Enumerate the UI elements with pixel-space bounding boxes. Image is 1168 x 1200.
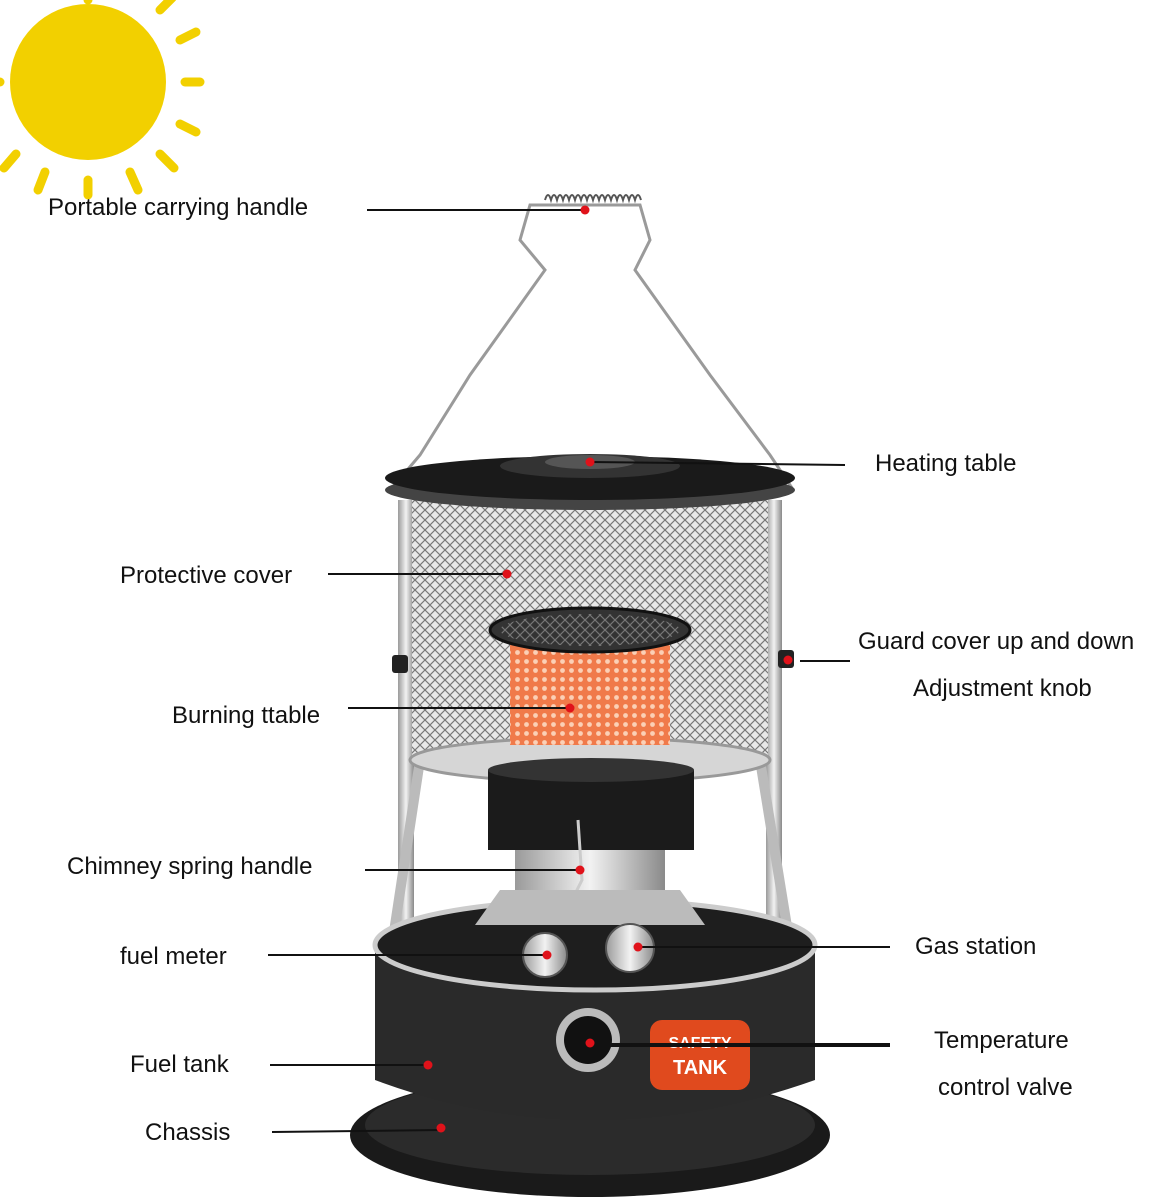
label-portable-carrying-handle: Portable carrying handle <box>48 194 309 221</box>
label-guard-cover: Guard cover up and down <box>858 628 1135 655</box>
label-chassis: Chassis <box>145 1119 231 1146</box>
label-heating-table: Heating table <box>875 450 1017 477</box>
carrying-handle <box>390 194 794 489</box>
sun-icon <box>0 0 205 200</box>
label-chimney-spring-handle: Chimney spring handle <box>67 853 313 880</box>
label-fuel-tank: Fuel tank <box>130 1051 229 1078</box>
svg-text:TANK: TANK <box>673 1057 728 1079</box>
leader-lines <box>268 209 890 1133</box>
label-control-valve: control valve <box>938 1074 1073 1101</box>
burner <box>488 606 692 745</box>
legs <box>387 500 795 950</box>
marker-dots <box>423 205 793 1133</box>
label-burning-table: Burning ttable <box>172 702 321 729</box>
label-temperature: Temperature <box>934 1027 1069 1054</box>
label-gas-station: Gas station <box>915 933 1037 960</box>
safety-tank-badge: SAFETY TANK <box>650 1020 750 1090</box>
label-protective-cover: Protective cover <box>120 562 293 589</box>
label-adjustment-knob: Adjustment knob <box>913 675 1092 702</box>
label-fuel-meter: fuel meter <box>120 943 227 970</box>
top-heating-plate <box>385 454 795 510</box>
